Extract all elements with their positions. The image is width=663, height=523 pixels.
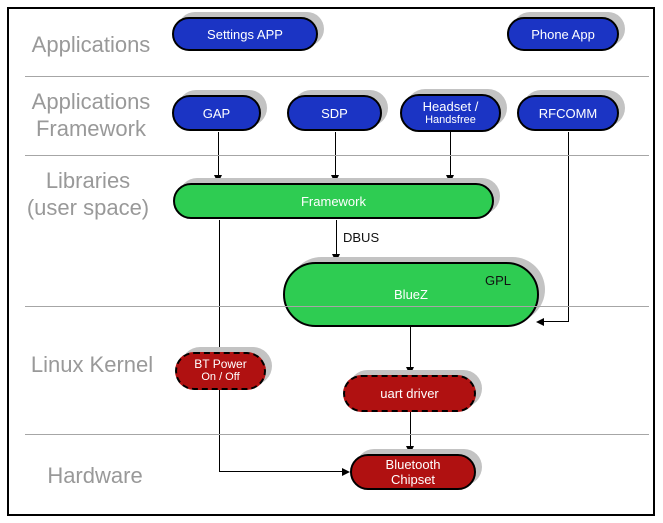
gpl-tag: GPL [484,273,511,288]
node-gap: GAP [172,95,261,131]
layer-label-line: Framework [35,116,146,141]
node-label: BT Power [194,357,247,371]
node-label: Handsfree [425,114,476,126]
edge-framework-bluez [336,220,337,256]
divider-framework [25,155,649,156]
node-sdp: SDP [287,95,382,131]
divider-applications [25,76,649,77]
node-label: On / Off [201,371,240,383]
arrowhead-icon [342,468,350,476]
edge-rfcomm-bluez-vertical [568,132,569,322]
node-headset-handsfree: Headset / Handsfree [400,94,501,132]
arrowhead-icon [331,175,339,183]
layer-label-applications-framework: Applications Framework [20,88,162,142]
node-framework: Framework [173,183,494,219]
node-bluez: GPL BlueZ [283,262,539,327]
node-bt-power: BT Power On / Off [175,352,266,390]
node-label: uart driver [380,386,439,401]
node-settings-app: Settings APP [172,17,318,51]
layer-label-line: Libraries [45,168,131,193]
node-rfcomm: RFCOMM [517,95,619,131]
node-label: SDP [321,105,348,121]
divider-kernel [25,434,649,435]
node-label: Bluetooth [385,457,441,472]
node-phone-app: Phone App [507,17,619,51]
layer-label-linux-kernel: Linux Kernel [30,352,154,377]
layer-label-applications: Applications [31,32,151,57]
arrowhead-icon [406,446,414,454]
layer-label-libraries: Libraries (user space) [12,167,164,221]
arrowhead-icon [332,254,340,262]
node-bluetooth-chipset: Bluetooth Chipset [350,454,476,490]
node-label: RFCOMM [538,105,598,121]
arrowhead-icon [536,318,544,326]
node-label: Framework [300,193,366,209]
diagram-border [7,7,655,516]
arrowhead-icon [406,367,414,375]
dbus-edge-label: DBUS [343,230,380,245]
node-label: Headset / [422,99,479,114]
edge-framework-chipset-vertical [219,220,220,472]
edge-bluez-uart [410,327,411,369]
arrowhead-icon [446,175,454,183]
layer-label-line: Applications [31,89,151,114]
node-label: GAP [202,105,231,121]
layer-label-line: (user space) [26,195,150,220]
node-label: Phone App [531,26,595,42]
layer-label-hardware: Hardware [47,463,143,488]
node-label: Settings APP [207,26,283,42]
edge-framework-chipset-horizontal [219,471,343,472]
divider-libraries [25,306,649,307]
node-label: BlueZ [394,287,428,302]
node-label: Chipset [390,472,436,487]
edge-uart-chipset [410,412,411,448]
arrowhead-icon [214,175,222,183]
node-uart-driver: uart driver [343,375,476,412]
edge-rfcomm-bluez-horizontal [543,321,569,322]
